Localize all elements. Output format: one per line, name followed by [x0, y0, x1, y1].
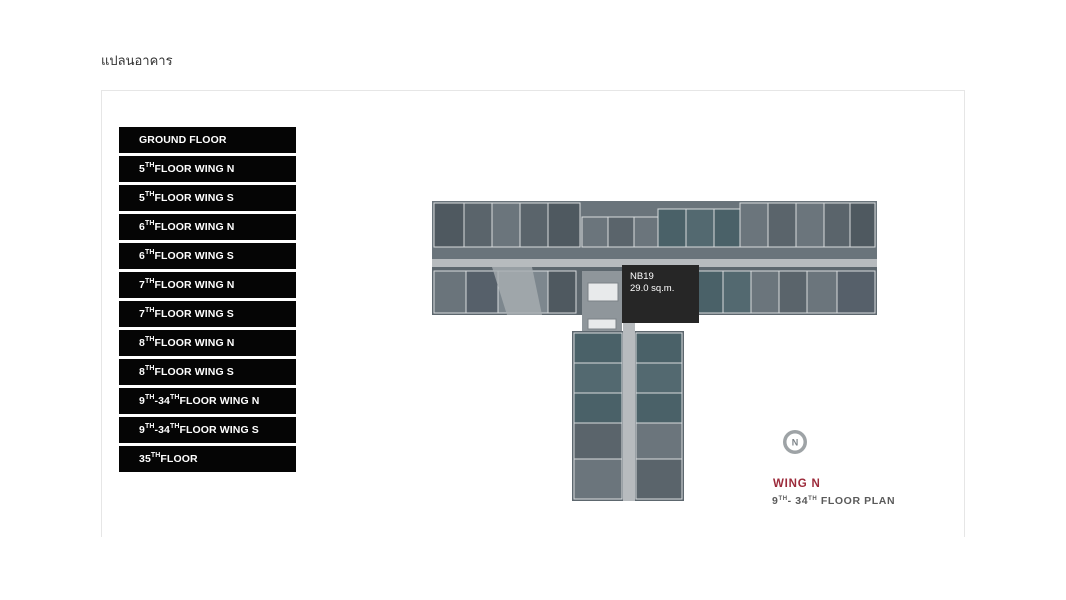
stem-lift	[587, 318, 617, 330]
unit-name: NB19	[630, 271, 654, 282]
floor-button-9-34-wing-n[interactable]: 9TH-34THFLOOR WING N	[119, 388, 296, 414]
floor-menu: GROUND FLOOR 5THFLOOR WING N 5THFLOOR WI…	[119, 127, 296, 475]
stem-corridor	[623, 315, 635, 501]
floor-button-9-34-wing-s[interactable]: 9TH-34THFLOOR WING S	[119, 417, 296, 443]
stem-unit-cells	[573, 332, 683, 500]
unit-area: 29.0 sq.m.	[630, 283, 675, 294]
floor-plan-drawing	[432, 201, 877, 501]
light-wedge	[492, 267, 542, 315]
plan-subtitle: 9TH- 34TH FLOOR PLAN	[772, 495, 896, 507]
compass-letter: N	[792, 438, 799, 448]
middle-row-unit-cells	[433, 270, 876, 314]
north-compass-icon: N	[783, 430, 807, 454]
top-row-unit-cells	[433, 202, 876, 248]
floor-button-8-wing-s[interactable]: 8THFLOOR WING S	[119, 359, 296, 385]
wing-title: WING N	[773, 478, 821, 490]
top-corridor	[432, 259, 877, 267]
lift-core	[587, 282, 619, 302]
floor-button-7-wing-s[interactable]: 7THFLOOR WING S	[119, 301, 296, 327]
floor-button-35[interactable]: 35THFLOOR	[119, 446, 296, 472]
floor-button-5-wing-s[interactable]: 5THFLOOR WING S	[119, 185, 296, 211]
page-heading: แปลนอาคาร	[101, 54, 173, 69]
floor-button-6-wing-n[interactable]: 6THFLOOR WING N	[119, 214, 296, 240]
floor-button-6-wing-s[interactable]: 6THFLOOR WING S	[119, 243, 296, 269]
floor-plan-image	[422, 191, 882, 521]
floor-button-7-wing-n[interactable]: 7THFLOOR WING N	[119, 272, 296, 298]
floor-plan-panel: GROUND FLOOR 5THFLOOR WING N 5THFLOOR WI…	[101, 90, 965, 537]
floor-button-ground[interactable]: GROUND FLOOR	[119, 127, 296, 153]
unit-tooltip[interactable]: NB19 29.0 sq.m.	[622, 265, 699, 323]
floor-button-8-wing-n[interactable]: 8THFLOOR WING N	[119, 330, 296, 356]
floor-button-5-wing-n[interactable]: 5THFLOOR WING N	[119, 156, 296, 182]
